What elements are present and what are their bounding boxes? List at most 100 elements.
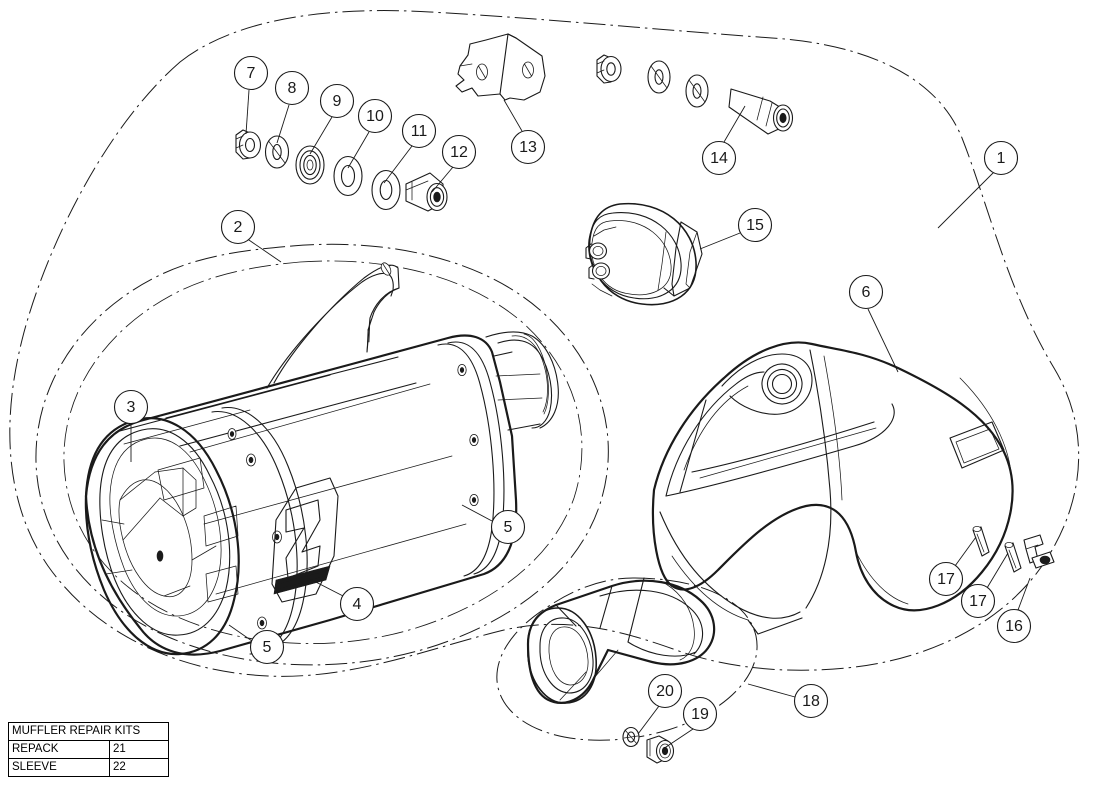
table-title-row: MUFFLER REPAIR KITS: [8, 722, 169, 741]
callout-label: 14: [710, 150, 728, 167]
callout-label: 17: [937, 571, 955, 588]
callout-16[interactable]: 16: [996, 608, 1032, 644]
callout-label: 12: [450, 144, 468, 161]
callout-6[interactable]: 6: [848, 274, 884, 310]
callout-label: 3: [127, 399, 136, 416]
callout-8[interactable]: 8: [274, 70, 310, 106]
callout-circle[interactable]: [682, 696, 718, 732]
part-mounting-bracket-13: [455, 33, 546, 101]
callout-circle[interactable]: [647, 673, 683, 709]
callout-3[interactable]: 3: [113, 389, 149, 425]
callout-circle[interactable]: [490, 509, 526, 545]
part-lock-nut-7b: [596, 54, 622, 84]
kit-name-cell: SLEEVE: [8, 758, 110, 777]
callout-label: 7: [247, 65, 256, 82]
callout-circle[interactable]: [113, 389, 149, 425]
callout-circle[interactable]: [274, 70, 310, 106]
callout-label: 1: [997, 150, 1006, 167]
boundary-muffler-2: [35, 243, 609, 666]
part-flat-washer-8a: [264, 135, 290, 169]
callout-circle[interactable]: [737, 207, 773, 243]
callout-circle[interactable]: [928, 561, 964, 597]
callout-5[interactable]: 5: [249, 629, 285, 665]
callout-1[interactable]: 1: [983, 140, 1019, 176]
callout-circle[interactable]: [701, 140, 737, 176]
part-heat-shield-pin-17a: [972, 526, 990, 557]
callout-label: 17: [969, 593, 987, 610]
callout-11[interactable]: 11: [401, 113, 437, 149]
part-flat-washer-8b: [647, 60, 671, 94]
callout-label: 19: [691, 706, 709, 723]
callout-circle[interactable]: [401, 113, 437, 149]
callout-circle[interactable]: [996, 608, 1032, 644]
part-exhaust-clamp-15: [585, 202, 703, 306]
callout-label: 18: [802, 693, 820, 710]
callout-label: 20: [656, 683, 674, 700]
callout-circle[interactable]: [510, 129, 546, 165]
callout-label: 16: [1005, 618, 1023, 635]
callout-circle[interactable]: [319, 83, 355, 119]
callout-9[interactable]: 9: [319, 83, 355, 119]
callout-10[interactable]: 10: [357, 98, 393, 134]
callout-circle[interactable]: [848, 274, 884, 310]
callout-label: 15: [746, 217, 764, 234]
leader-lines: [130, 89, 1031, 750]
callout-15[interactable]: 15: [737, 207, 773, 243]
callout-circle[interactable]: [220, 209, 256, 245]
part-rubber-grommet-9: [295, 145, 325, 185]
kit-name-cell: REPACK: [8, 740, 110, 759]
callout-label: 11: [411, 123, 428, 140]
callout-12[interactable]: 12: [441, 134, 477, 170]
callout-circle[interactable]: [793, 683, 829, 719]
kits-table-title: MUFFLER REPAIR KITS: [8, 722, 169, 741]
boundary-assembly-1: [9, 10, 1080, 677]
part-long-flange-bolt-14: [728, 88, 794, 135]
callout-19[interactable]: 19: [682, 696, 718, 732]
callout-circle[interactable]: [441, 134, 477, 170]
callout-label: 5: [504, 519, 513, 536]
part-lock-nut-7: [235, 129, 262, 160]
muffler-rivets-front: [227, 428, 282, 630]
part-muffler-body: [84, 262, 559, 656]
callout-circle[interactable]: [357, 98, 393, 134]
kit-number-cell: 22: [109, 758, 169, 777]
callout-13[interactable]: 13: [510, 129, 546, 165]
callout-20[interactable]: 20: [647, 673, 683, 709]
part-spacer-washer-10: [333, 155, 363, 197]
callout-label: 6: [862, 284, 871, 301]
callout-circle[interactable]: [983, 140, 1019, 176]
callout-2[interactable]: 2: [220, 209, 256, 245]
callout-4[interactable]: 4: [339, 586, 375, 622]
callout-circle[interactable]: [233, 55, 269, 91]
part-link-pipe-washer-20: [622, 726, 640, 748]
callout-14[interactable]: 14: [701, 140, 737, 176]
kit-number-cell: 21: [109, 740, 169, 759]
callout-label: 5: [263, 639, 272, 656]
callout-17[interactable]: 17: [960, 583, 996, 619]
part-flange-bolt-12: [405, 172, 448, 212]
part-link-pipe: [526, 577, 716, 704]
part-heat-shield-pin-17b: [1004, 542, 1022, 573]
callout-5[interactable]: 5: [490, 509, 526, 545]
callout-circle[interactable]: [339, 586, 375, 622]
part-flat-washer-8c: [685, 74, 709, 108]
part-muffler-end-cap-3: [84, 417, 240, 656]
callout-18[interactable]: 18: [793, 683, 829, 719]
callout-label: 9: [333, 93, 342, 110]
boundary-muffler-inner-contour: [63, 260, 583, 645]
callout-7[interactable]: 7: [233, 55, 269, 91]
part-shoulder-rivet-16: [1023, 534, 1055, 569]
muffler-rivets-rear: [457, 363, 479, 506]
callout-circle[interactable]: [249, 629, 285, 665]
part-link-pipe-bolt-19: [646, 735, 675, 764]
part-large-flat-washer-11: [371, 169, 401, 211]
callout-label: 13: [519, 139, 537, 156]
callout-label: 4: [353, 596, 362, 613]
callout-17[interactable]: 17: [928, 561, 964, 597]
callout-circle[interactable]: [960, 583, 996, 619]
